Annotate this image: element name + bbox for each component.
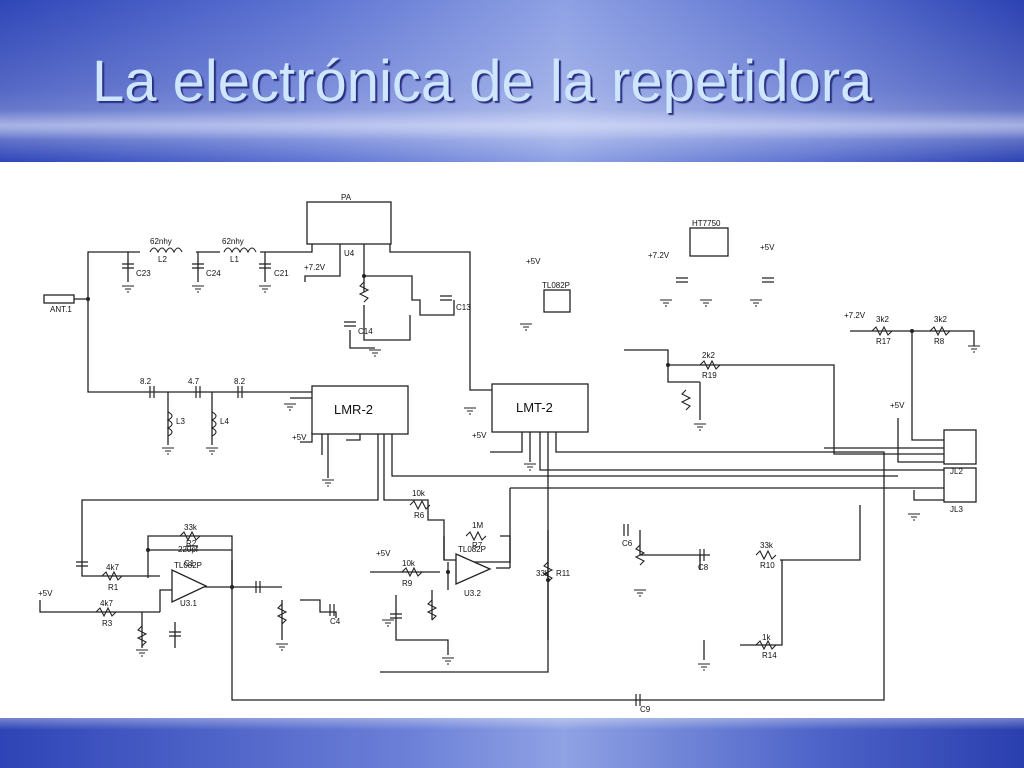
r8-label: R8 bbox=[934, 337, 945, 346]
c14-label: C14 bbox=[358, 327, 373, 336]
inductors bbox=[149, 247, 257, 437]
p5-u3-label: +5V bbox=[526, 257, 541, 266]
repeater-schematic: PA HT7750 TL082P LMR-2 LMT-2 TL082P TL08… bbox=[38, 193, 980, 714]
wires bbox=[39, 244, 975, 701]
p5-conn-label: +5V bbox=[890, 401, 905, 410]
footer-band bbox=[0, 718, 1024, 768]
r8-value: 3k2 bbox=[934, 315, 947, 324]
r10-value: 33k bbox=[760, 541, 774, 550]
connector-j2-label: JL2 bbox=[950, 467, 963, 476]
junctions bbox=[86, 274, 914, 589]
r3-label: R3 bbox=[102, 619, 113, 628]
p5-lmr-label: +5V bbox=[292, 433, 307, 442]
u3b-label: TL082P bbox=[458, 545, 486, 554]
r14-label: R14 bbox=[762, 651, 777, 660]
r2-value: 33k bbox=[184, 523, 198, 532]
r9-value: 10k bbox=[402, 559, 416, 568]
p5-reg-label: +5V bbox=[760, 243, 775, 252]
connector-j2 bbox=[943, 429, 977, 465]
connector-j3-label: JL3 bbox=[950, 505, 963, 514]
p5-left-label: +5V bbox=[38, 589, 53, 598]
r3-value: 4k7 bbox=[100, 599, 113, 608]
c23-label: C23 bbox=[136, 269, 151, 278]
lmr-block bbox=[311, 385, 409, 435]
r7-label: R7 bbox=[472, 541, 483, 550]
r6-value: 10k bbox=[412, 489, 426, 498]
p5-u32-label: +5V bbox=[376, 549, 391, 558]
r1-label: R1 bbox=[108, 583, 119, 592]
l2-value: 62nhy bbox=[150, 237, 172, 246]
r11-label: R11 bbox=[556, 569, 571, 578]
pa-label: PA bbox=[341, 193, 352, 202]
c29-value: 8.2 bbox=[234, 377, 246, 386]
r11-value: 33k bbox=[536, 569, 550, 578]
l2-label: L2 bbox=[158, 255, 167, 264]
p72-r17-label: +7.2V bbox=[844, 311, 866, 320]
c28-value: 4.7 bbox=[188, 377, 200, 386]
lmr-label: LMR-2 bbox=[334, 402, 373, 417]
c27-value: 8.2 bbox=[140, 377, 152, 386]
u3a-label: TL082P bbox=[174, 561, 202, 570]
pa-block bbox=[306, 201, 392, 245]
antenna-connector bbox=[43, 294, 75, 304]
l4-label: L4 bbox=[220, 417, 229, 426]
r9-label: R9 bbox=[402, 579, 413, 588]
p72-pa-label: +7.2V bbox=[304, 263, 326, 272]
c24-label: C24 bbox=[206, 269, 221, 278]
r2-label: R2 bbox=[186, 539, 197, 548]
u3-block bbox=[543, 289, 571, 313]
lmt-label: LMT-2 bbox=[516, 400, 553, 415]
regulator-label: HT7750 bbox=[692, 219, 721, 228]
c13-label: C13 bbox=[456, 303, 471, 312]
title-band bbox=[0, 0, 1024, 162]
opamp-u32 bbox=[455, 553, 492, 585]
r7-value: 1M bbox=[472, 521, 483, 530]
c9-label: C9 bbox=[640, 705, 651, 714]
resistors bbox=[95, 281, 951, 651]
ground-symbols bbox=[122, 285, 980, 671]
r19-value: 2k2 bbox=[702, 351, 715, 360]
r17-label: R17 bbox=[876, 337, 891, 346]
component-blocks bbox=[43, 201, 977, 503]
l1-value: 62nhy bbox=[222, 237, 244, 246]
slide-title: La electrónica de la repetidora bbox=[92, 49, 873, 114]
p5-lmt-label: +5V bbox=[472, 431, 487, 440]
c1-value: 220pf bbox=[178, 545, 199, 554]
r1-value: 4k7 bbox=[106, 563, 119, 572]
lmt-block bbox=[491, 383, 589, 433]
c8-label: C8 bbox=[698, 563, 709, 572]
r14-value: 1k bbox=[762, 633, 771, 642]
schematic-labels: PA HT7750 TL082P LMR-2 LMT-2 TL082P TL08… bbox=[38, 193, 963, 714]
antenna-label: ANT.1 bbox=[50, 305, 72, 314]
capacitors bbox=[76, 263, 774, 706]
u31-label: U3.1 bbox=[180, 599, 197, 608]
r17-value: 3k2 bbox=[876, 315, 889, 324]
regulator-block bbox=[689, 227, 729, 257]
r19-label: R19 bbox=[702, 371, 717, 380]
c1-label: C1 bbox=[184, 559, 195, 568]
u4-label: U4 bbox=[344, 249, 355, 258]
c4-label: C4 bbox=[330, 617, 341, 626]
r10-label: R10 bbox=[760, 561, 775, 570]
l1-label: L1 bbox=[230, 255, 239, 264]
op-amps bbox=[171, 553, 492, 604]
opamp-u31 bbox=[171, 568, 208, 604]
u32-label: U3.2 bbox=[464, 589, 481, 598]
c6-label: C6 bbox=[622, 539, 633, 548]
c21-label: C21 bbox=[274, 269, 289, 278]
l3-label: L3 bbox=[176, 417, 185, 426]
r6-label: R6 bbox=[414, 511, 425, 520]
connector-j3 bbox=[943, 467, 977, 503]
p72-reg-label: +7.2V bbox=[648, 251, 670, 260]
u3-label: TL082P bbox=[542, 281, 570, 290]
